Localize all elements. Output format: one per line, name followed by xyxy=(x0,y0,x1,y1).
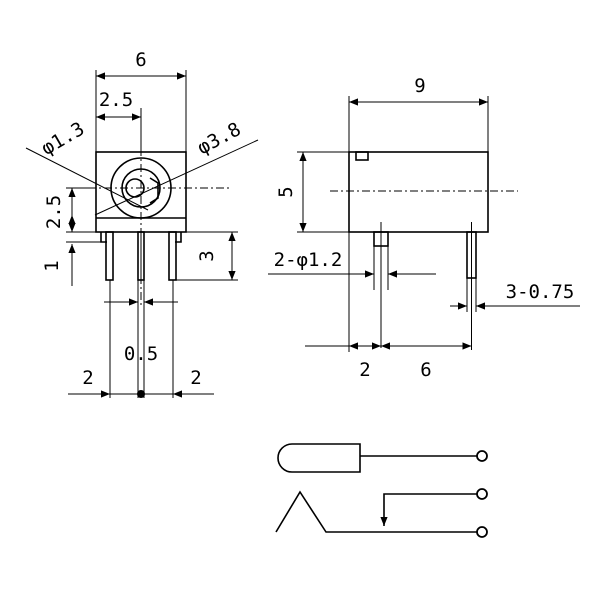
dim-pitch-right-label: 2 xyxy=(190,367,201,389)
side-notch xyxy=(355,151,369,161)
dim-width-label: 6 xyxy=(135,49,146,71)
dim-length-label: 9 xyxy=(414,75,425,97)
pitch-center-dot xyxy=(137,390,145,398)
dim-step-label: 1 xyxy=(41,260,63,271)
large-bore-leader xyxy=(94,139,259,216)
dim-pitch-b-label: 6 xyxy=(420,359,431,381)
small-bore-label: φ1.3 xyxy=(38,118,89,160)
dim-offset-label: 0.5 xyxy=(124,343,158,365)
jack-schematic xyxy=(275,443,488,538)
left-pin xyxy=(105,231,114,281)
dim-pitch-left-label: 2 xyxy=(82,367,93,389)
dim-pin-length-label: 3 xyxy=(196,250,218,261)
dim-hole-offset-label: 2.5 xyxy=(99,89,133,111)
dim-pitch-a-label: 2 xyxy=(359,359,370,381)
dim-center-height-label: 2.5 xyxy=(43,195,65,229)
front-view: 6 2.5 φ1.3 φ3.8 2.5 1 3 0.5 2 2 xyxy=(25,49,259,398)
right-lug xyxy=(175,232,182,243)
side-body-outline xyxy=(348,151,489,233)
switch-terminal xyxy=(476,488,488,500)
tip-terminal xyxy=(476,450,488,462)
dim-height-label: 5 xyxy=(275,186,297,197)
bore-contact xyxy=(149,177,159,204)
sleeve-terminal xyxy=(476,526,488,538)
large-bore-label: φ3.8 xyxy=(194,118,245,159)
right-pin xyxy=(168,231,177,281)
plug-tip-symbol xyxy=(277,443,361,473)
sleeve-contact-symbol xyxy=(275,490,478,533)
dim-rear-pin-label: 3-0.75 xyxy=(506,281,575,303)
side-view: 9 5 2-φ1.2 3-0.75 2 6 xyxy=(268,75,580,381)
dim-front-pin-label: 2-φ1.2 xyxy=(274,249,343,271)
switch-contact-symbol xyxy=(380,493,478,526)
